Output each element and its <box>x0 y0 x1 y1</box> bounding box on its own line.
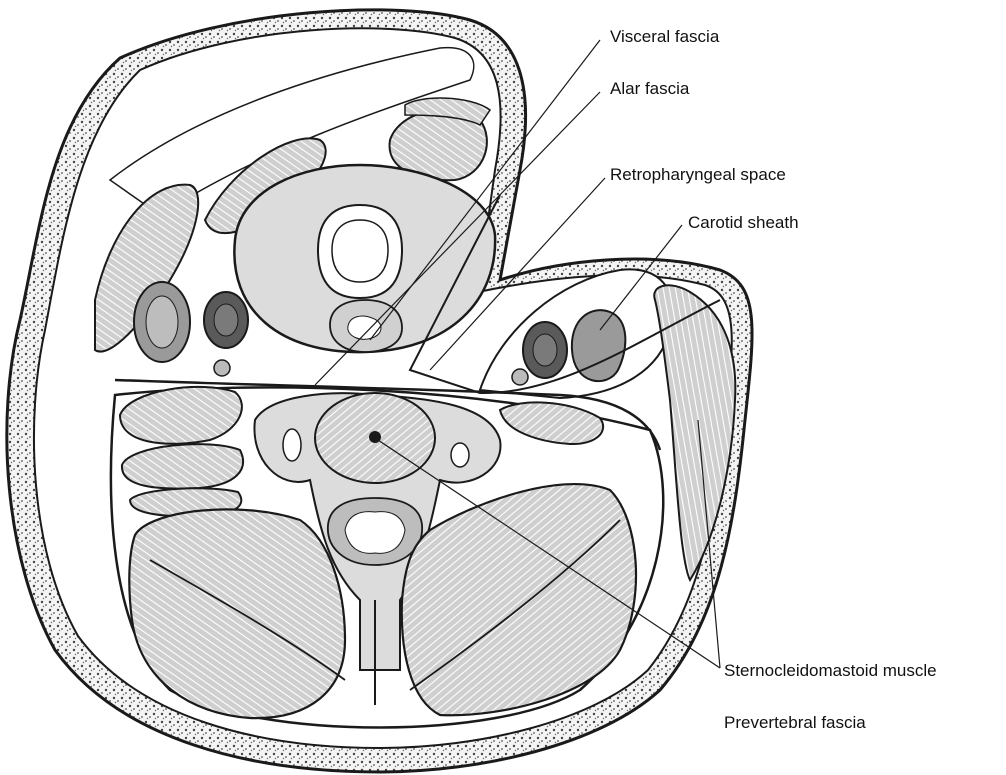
left-vagus-nerve <box>214 360 230 376</box>
left-carotid-artery-inner <box>214 304 238 336</box>
label-visceral-fascia: Visceral fascia <box>610 27 720 46</box>
right-carotid-artery-inner <box>533 334 557 366</box>
trachea-lumen <box>332 220 388 282</box>
right-vagus-nerve <box>512 369 528 385</box>
label-prevertebral-fascia: Prevertebral fascia <box>724 713 866 732</box>
label-retropharyngeal-space: Retropharyngeal space <box>610 165 786 184</box>
left-jugular-vein-inner <box>146 296 178 348</box>
left-vertebral-foramen <box>283 429 301 461</box>
label-carotid-sheath: Carotid sheath <box>688 213 799 232</box>
label-alar-fascia: Alar fascia <box>610 79 690 98</box>
esophagus-lumen <box>348 316 381 339</box>
label-sternocleidomastoid-muscle: Sternocleidomastoid muscle <box>724 661 937 680</box>
spinal-cord-inner <box>345 512 405 554</box>
right-vertebral-foramen <box>451 443 469 467</box>
